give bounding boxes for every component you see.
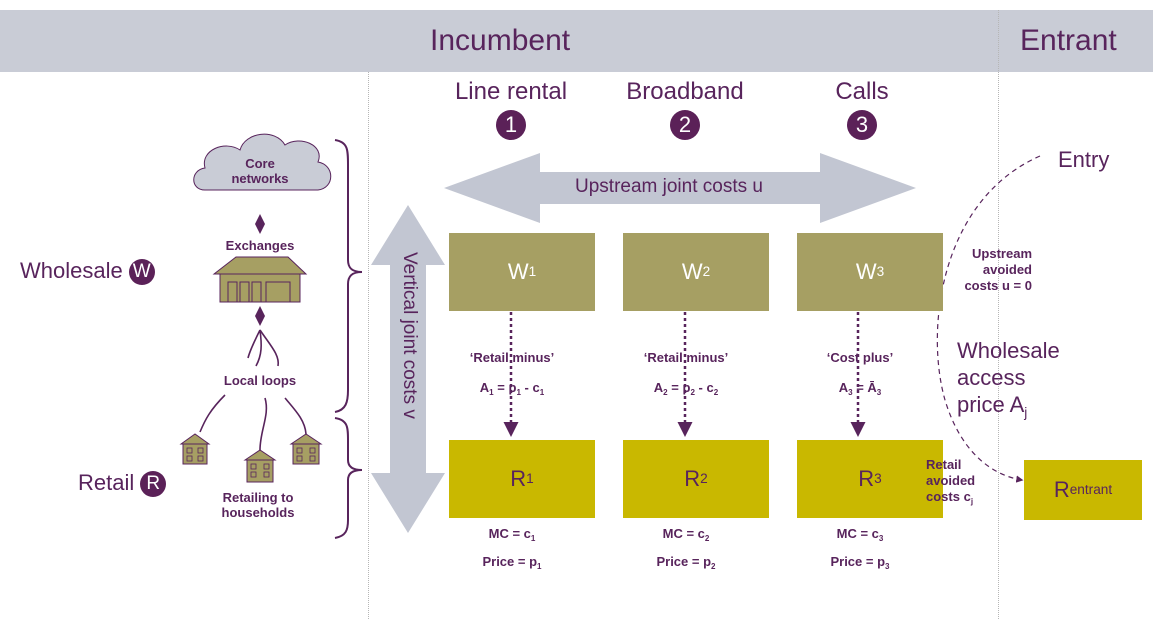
column-title-line-rental: Line rental <box>454 78 568 105</box>
access-formula-2: A2 = p2 - c2 <box>653 380 719 397</box>
retail-avoided-label: Retail avoided costs cj <box>926 457 976 506</box>
column-title-broadband: Broadband <box>626 78 744 105</box>
wholesale-badge: W <box>128 259 155 286</box>
mc-label-2: MC = c2 <box>662 526 710 543</box>
entrant-heading: Entrant <box>1020 24 1117 57</box>
cloud-icon <box>193 133 332 191</box>
exchange-building-icon <box>212 256 308 303</box>
mc-label-1: MC = c1 <box>488 526 536 543</box>
upstream-joint-costs-label: Upstream joint costs u <box>575 176 763 197</box>
access-formula-3: A3 = Ā3 <box>838 380 882 397</box>
incumbent-divider <box>368 72 369 619</box>
wholesale-access-price-label: Wholesale access price Aj <box>957 338 1060 420</box>
number-badge-2: 2 <box>670 110 700 140</box>
exchanges-label: Exchanges <box>225 238 295 253</box>
header-band <box>0 10 1153 72</box>
upstream-arrow <box>444 153 916 223</box>
incumbent-heading: Incumbent <box>430 24 571 57</box>
house-icon-1 <box>179 433 211 465</box>
number-badge-3: 3 <box>847 110 877 140</box>
mc-label-3: MC = c3 <box>836 526 884 543</box>
rule-label-3: ‘Cost plus’ <box>826 350 894 365</box>
house-icon-3 <box>289 433 323 465</box>
retail-badge: R <box>140 471 167 498</box>
local-loops-label: Local loops <box>223 373 297 388</box>
rule-label-1: ‘Retail minus’ <box>469 350 555 365</box>
upstream-avoided-label: Upstream avoided costs u = 0 <box>964 246 1032 293</box>
rule-label-2: ‘Retail minus’ <box>643 350 729 365</box>
vertical-joint-costs-label: Vertical joint costs v <box>399 252 420 419</box>
column-title-calls: Calls <box>835 78 889 105</box>
local-loop-wires <box>199 329 307 451</box>
house-icon-2 <box>243 449 277 483</box>
price-label-2: Price = p2 <box>656 554 716 571</box>
price-label-1: Price = p1 <box>482 554 542 571</box>
wholesale-brace <box>334 139 363 413</box>
retail-brace <box>334 417 363 539</box>
number-badge-1: 1 <box>496 110 526 140</box>
price-label-3: Price = p3 <box>830 554 890 571</box>
entry-label: Entry <box>1058 147 1110 172</box>
entry-curve <box>936 155 1041 483</box>
access-formula-1: A1 = p1 - c1 <box>479 380 545 397</box>
entrant-divider <box>998 10 999 619</box>
vertical-arrow <box>371 205 445 533</box>
